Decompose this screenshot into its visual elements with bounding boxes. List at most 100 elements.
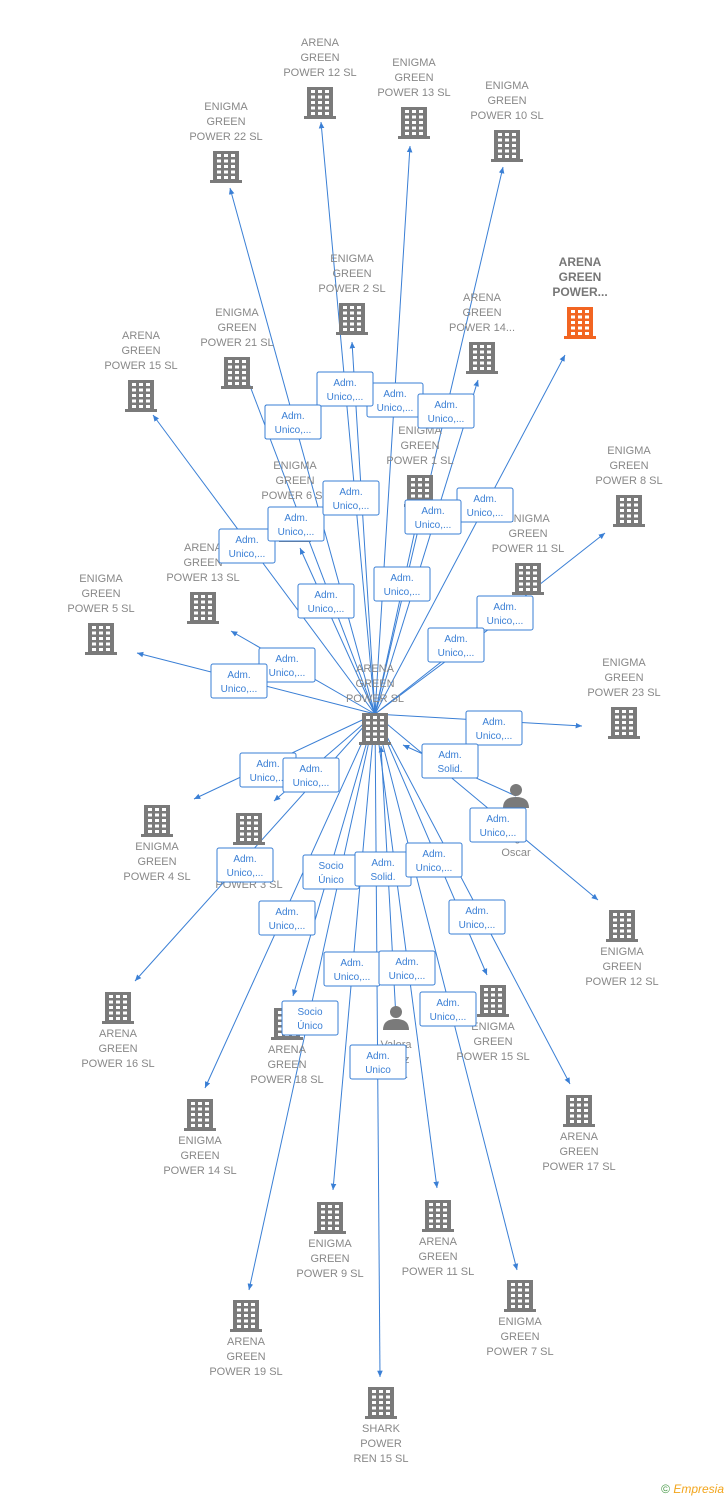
edge-label-enigma8[interactable]: Adm.Unico,... bbox=[476, 595, 534, 631]
node-label-line: POWER 8 SL bbox=[595, 475, 662, 487]
footer-brand[interactable]: © Empresia bbox=[661, 1482, 724, 1496]
node-label-line: GREEN bbox=[604, 672, 643, 684]
edge-label-line: Adm. bbox=[465, 906, 488, 917]
edge-label-line: Adm. bbox=[227, 670, 250, 681]
node-label-line: POWER 5 SL bbox=[67, 603, 134, 615]
edge-label-enigma10[interactable]: Adm.Unico,... bbox=[366, 382, 424, 418]
node-label-line: POWER 9 SL bbox=[296, 1268, 363, 1280]
edge-label-enigma7[interactable]: Adm.Unico,... bbox=[419, 991, 477, 1027]
building-icon bbox=[491, 130, 523, 162]
edge-label-enigma14[interactable]: Adm.Unico,... bbox=[258, 900, 316, 936]
edge-label-line: Unico,... bbox=[275, 425, 312, 436]
edge-label-enigma23[interactable]: Adm. Unico,... bbox=[465, 710, 523, 746]
edge-label-shark15[interactable]: Adm.Unico bbox=[349, 1044, 407, 1080]
edge-label-enigma6[interactable]: Adm.Unico,... bbox=[267, 506, 325, 542]
edge-label-extra[interactable]: Adm.Unico,... bbox=[297, 583, 355, 619]
edge-label-line: Adm. bbox=[434, 400, 457, 411]
node-label-line: ENIGMA bbox=[607, 445, 651, 457]
node-label-line: GREEN bbox=[183, 557, 222, 569]
edge-label-line: Unico,... bbox=[293, 778, 330, 789]
edge-label-line: Adm. bbox=[281, 411, 304, 422]
edge-label-arena14[interactable]: Adm.Unico,... bbox=[417, 393, 475, 429]
edge-label-line: Adm. bbox=[482, 717, 505, 728]
copyright-symbol: © bbox=[661, 1482, 670, 1496]
node-label-line: POWER 13 SL bbox=[166, 572, 239, 584]
edge-label-line: Unico,... bbox=[438, 648, 475, 659]
edge-label-arena16[interactable]: Adm.Unico,... bbox=[216, 847, 274, 883]
node-arenahl[interactable]: ARENAGREENPOWER... bbox=[552, 255, 608, 339]
node-label-line: GREEN bbox=[217, 322, 256, 334]
edge-label-enigma5[interactable]: Adm.Unico,... bbox=[210, 663, 268, 699]
node-label-line: SHARK bbox=[362, 1423, 401, 1435]
edge-label-line: Unico,... bbox=[333, 501, 370, 512]
node-label-line: GREEN bbox=[98, 1043, 137, 1055]
edge-label-line: Unico,... bbox=[467, 508, 504, 519]
edge-label-enigma1[interactable]: Adm.Unico,... bbox=[404, 499, 462, 535]
edge-label-person2[interactable]: Adm.Solid. bbox=[354, 851, 412, 887]
edge-label-line: Adm. bbox=[235, 535, 258, 546]
building-icon bbox=[210, 151, 242, 183]
edge-label-line: Adm. bbox=[275, 654, 298, 665]
edge-label-line: Adm. bbox=[256, 759, 279, 770]
edge-label-arena11[interactable]: Adm.Unico,... bbox=[378, 950, 436, 986]
edge-label-line: Unico,... bbox=[487, 616, 524, 627]
edge-label-line: Adm. bbox=[275, 907, 298, 918]
edge-label-extra[interactable]: Adm.Unico,... bbox=[373, 566, 431, 602]
node-label-line: GREEN bbox=[500, 1331, 539, 1343]
building-icon bbox=[512, 563, 544, 595]
edge-label-extra[interactable]: Adm.Unico,... bbox=[322, 480, 380, 516]
edge-label-line: Unico,... bbox=[229, 549, 266, 560]
edge-label-arenahl[interactable]: Adm.Unico,... bbox=[456, 487, 514, 523]
edge-label-person1[interactable]: Adm.Solid. bbox=[421, 743, 479, 779]
edge-label-enigma11[interactable]: Adm.Unico,... bbox=[427, 627, 485, 663]
node-label-line: ENIGMA bbox=[215, 307, 259, 319]
edge-enigma10 bbox=[374, 166, 505, 715]
edge-label-line: Unico,... bbox=[416, 863, 453, 874]
edge-arena14 bbox=[374, 379, 479, 715]
edge-label-enigma15[interactable]: Adm.Unico,... bbox=[405, 842, 463, 878]
node-label-line: ARENA bbox=[463, 292, 502, 304]
edge-label-enigma3[interactable]: Adm.Unico,... bbox=[282, 757, 340, 793]
edge-label-line: Adm. bbox=[314, 590, 337, 601]
edge-label-line: Unico,... bbox=[389, 971, 426, 982]
edge-label-enigma2[interactable]: Adm.Unico,... bbox=[316, 371, 374, 407]
edge-label-enigma12[interactable]: Adm.Unico,... bbox=[469, 807, 527, 843]
edge-label-arena15[interactable]: Adm. Unico,... bbox=[218, 528, 276, 564]
edge-label-line: Adm. bbox=[333, 378, 356, 389]
node-label-line: GREEN bbox=[332, 268, 371, 280]
edge-label-line: Unico,... bbox=[476, 731, 513, 742]
edge-label-arena17[interactable]: Adm.Unico,... bbox=[448, 899, 506, 935]
edge-label-enigma21[interactable]: Adm. Unico,... bbox=[264, 404, 322, 440]
node-label-line: REN 15 SL bbox=[353, 1453, 408, 1465]
edge-label-enigma9[interactable]: Adm.Unico,... bbox=[323, 951, 381, 987]
